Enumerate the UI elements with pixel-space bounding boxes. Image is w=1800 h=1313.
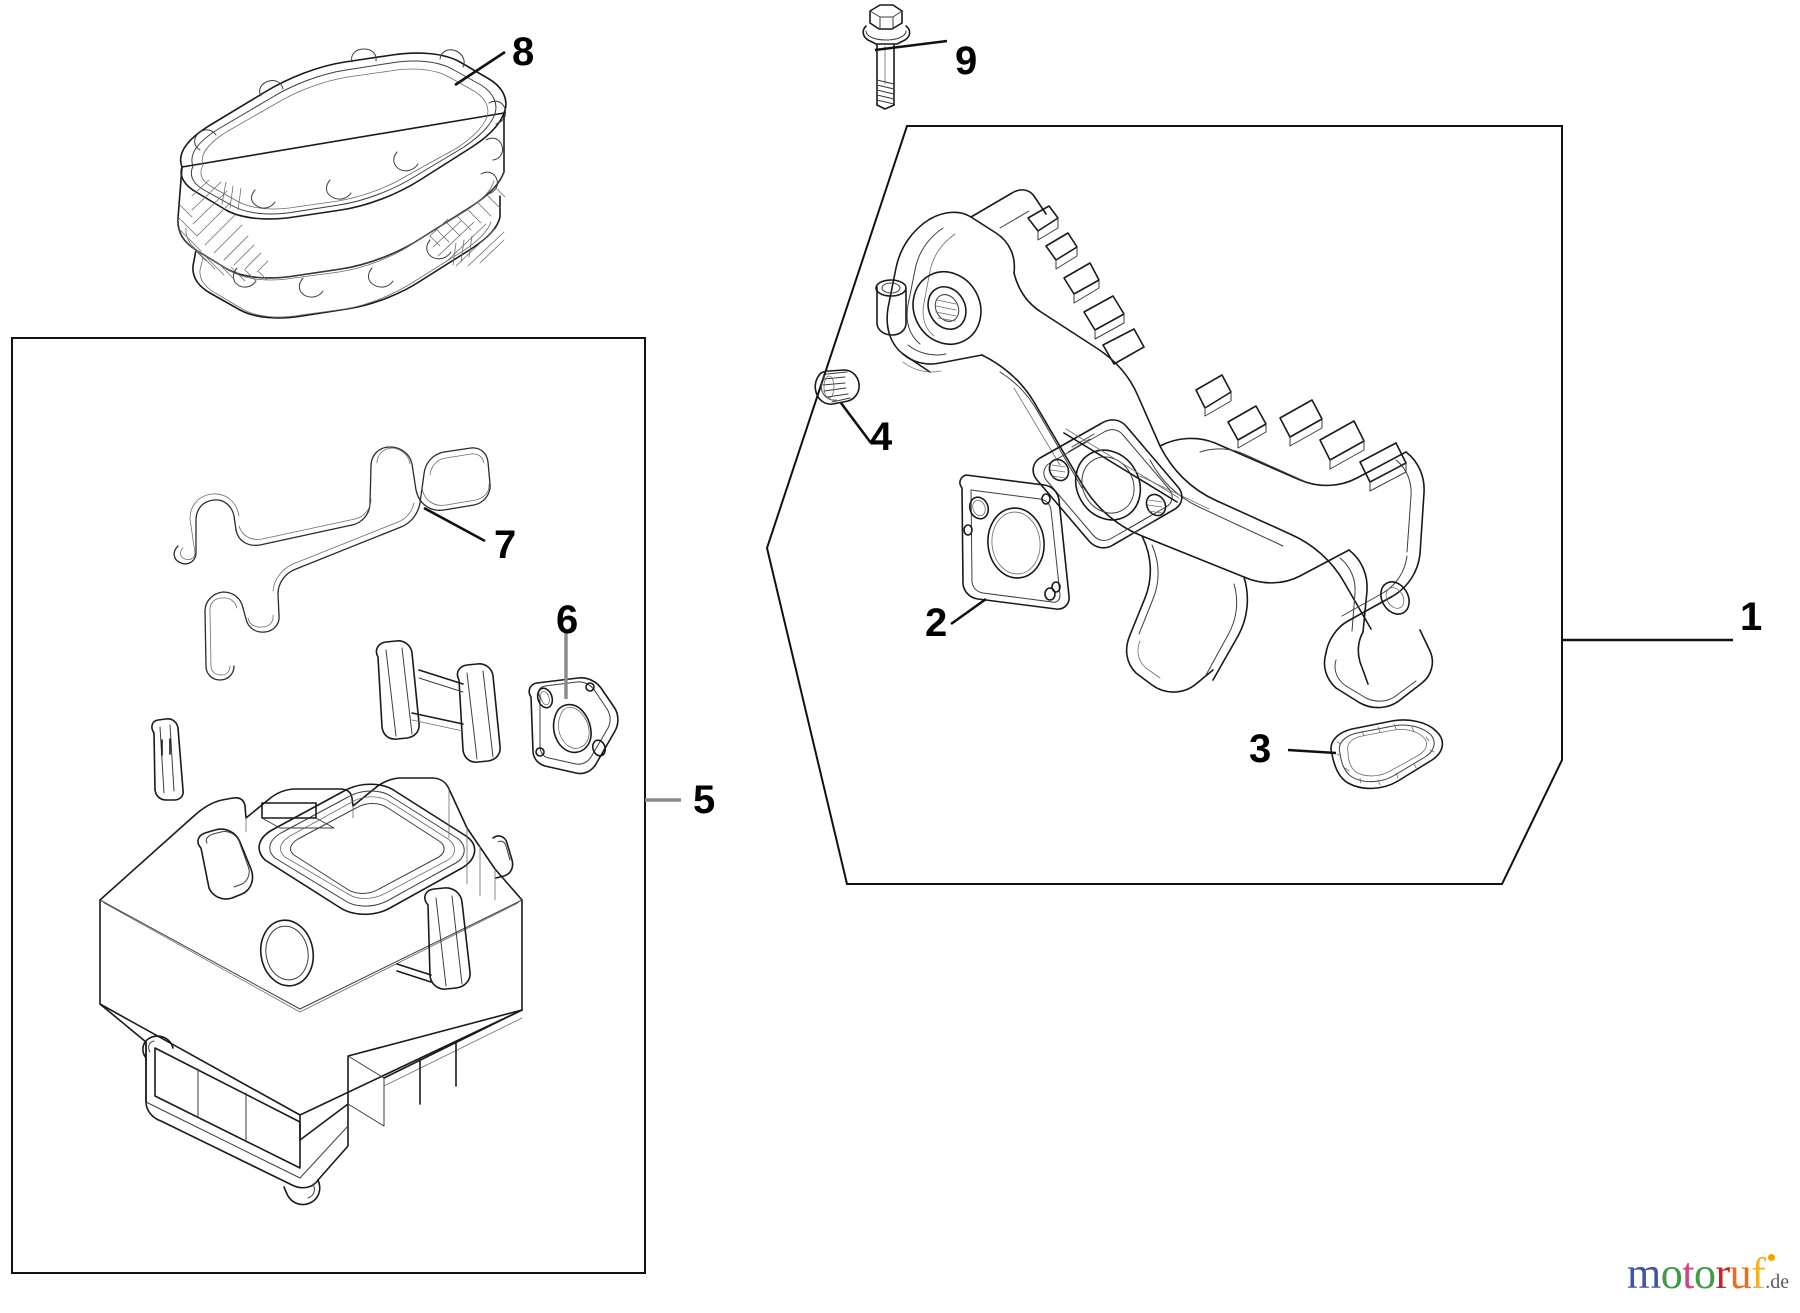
part-choke-linkage-rod (173, 446, 491, 681)
part-hex-flange-bolt (862, 4, 911, 110)
part-air-cleaner-base (99, 640, 523, 1206)
part-air-cleaner-gasket (528, 677, 619, 775)
leader-line-4 (839, 402, 873, 444)
part-intake-seal-oring (1330, 719, 1444, 790)
callout-number-4: 4 (870, 415, 893, 459)
leader-line-8 (454, 50, 506, 87)
callout-number-3: 3 (1249, 727, 1272, 771)
leader-line-9 (874, 39, 948, 52)
logo-letter-f: f (1751, 1249, 1766, 1298)
group-outline-intake-manifold (765, 125, 1563, 885)
callout-number-7: 7 (494, 523, 517, 567)
logo-letter-m: m (1627, 1249, 1661, 1298)
part-intake-manifold (875, 189, 1434, 709)
leader-line-2 (950, 597, 987, 626)
callout-number-6: 6 (556, 598, 579, 642)
logo-letter-r: r (1715, 1249, 1730, 1298)
part-threaded-insert (814, 369, 860, 405)
logo-letter-o1: o (1660, 1249, 1683, 1298)
callout-number-8: 8 (512, 30, 535, 74)
logo-dot-accent (1768, 1254, 1775, 1261)
motoruf-logo[interactable]: motoruf.de (1627, 1252, 1789, 1296)
logo-tld: .de (1765, 1271, 1790, 1293)
leader-line-3 (1287, 748, 1337, 755)
callout-number-2: 2 (925, 601, 948, 645)
logo-letter-o2: o (1693, 1249, 1716, 1298)
callout-number-5: 5 (693, 778, 716, 822)
part-carburetor-gasket (959, 474, 1070, 610)
group-outline-air-cleaner-base (11, 337, 646, 1274)
callout-number-1: 1 (1740, 595, 1763, 639)
logo-letter-t: t (1682, 1249, 1694, 1298)
part-air-filter-element (177, 48, 507, 319)
leader-line-7 (423, 506, 486, 543)
callout-number-9: 9 (955, 39, 978, 83)
logo-letter-u: u (1729, 1249, 1752, 1298)
